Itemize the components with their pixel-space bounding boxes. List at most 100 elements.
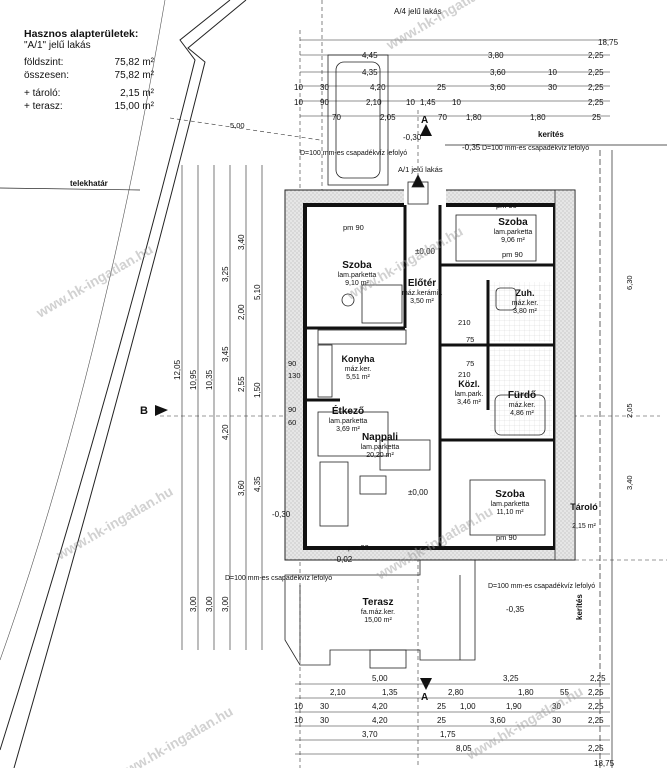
room-area: 3,69 m² bbox=[336, 426, 360, 433]
dim-top-1-0: 4,45 bbox=[362, 51, 378, 60]
room-name: Tároló bbox=[570, 502, 598, 512]
dim-bottom-3-2: 4,20 bbox=[372, 716, 388, 725]
room-area: 5,51 m² bbox=[346, 374, 370, 381]
door-dim: 75 bbox=[466, 359, 474, 368]
level-marks: ±0,00 ±0,00 -0,02 -0,30 -0,30 -0,35 -0,3… bbox=[272, 133, 525, 614]
room-name: Fürdő bbox=[508, 390, 536, 401]
dim-bottom-4-2: 2,25 bbox=[588, 744, 604, 753]
room-floor: lam.parketta bbox=[491, 501, 530, 508]
dim-left-3-0: 3,25 bbox=[221, 266, 230, 282]
dim-bottom-1-1: 1,35 bbox=[382, 688, 398, 697]
dim-bottom-2-7: 2,25 bbox=[588, 702, 604, 711]
dim-top-3-6: 2,25 bbox=[588, 83, 604, 92]
dim-left-3-3: 3,00 bbox=[221, 596, 230, 612]
dim-top-4-0: 10 bbox=[294, 98, 303, 107]
room-name: Zuh. bbox=[516, 288, 535, 298]
watermark-text: www.hk-ingatlan.hu bbox=[113, 703, 236, 768]
dim-top-4-2: 2,10 bbox=[366, 98, 382, 107]
room-name: Nappali bbox=[362, 432, 398, 443]
dim-bottom-3-4: 3,60 bbox=[490, 716, 506, 725]
dim-left-1-0: 10,95 bbox=[189, 369, 198, 390]
shower-tiles bbox=[490, 282, 552, 342]
dim-top-2-0: 4,35 bbox=[362, 68, 378, 77]
dim-bottom-3-0: 10 bbox=[294, 716, 303, 725]
dim-left-2-1: 3,00 bbox=[205, 596, 214, 612]
kerites-label-2: kerítés bbox=[575, 594, 584, 620]
dim-left-5-1: 1,50 bbox=[253, 382, 262, 398]
dim-bottom-4-0: 3,70 bbox=[362, 730, 378, 739]
watermark-text: www.hk-ingatlan.hu bbox=[53, 483, 176, 563]
dim-bottom-3-6: 2,25 bbox=[588, 716, 604, 725]
misc-dimensions: pm 90 pm 90 pm 90 pm 90 pm 90 210 210 75… bbox=[230, 121, 634, 552]
door-dim: 210 bbox=[458, 370, 471, 379]
dim-top-4-1: 90 bbox=[320, 98, 329, 107]
dim-left-0-0: 12,05 bbox=[173, 359, 182, 380]
door-dim: 75 bbox=[466, 335, 474, 344]
legend-row: összesen: 75,82 m² bbox=[24, 69, 154, 82]
property-boundary bbox=[0, 0, 247, 768]
dim-top-2-2: 10 bbox=[548, 68, 557, 77]
dim-top-4-3: 10 bbox=[406, 98, 415, 107]
level-zero: ±0,00 bbox=[415, 247, 436, 256]
room-name: Konyha bbox=[341, 354, 375, 364]
dim-left-1-1: 3,00 bbox=[189, 596, 198, 612]
right-dim: 6,30 bbox=[625, 275, 634, 290]
unit-top-label: A/4 jelű lakás bbox=[394, 7, 442, 16]
room-name: Szoba bbox=[342, 260, 372, 271]
room-name: Szoba bbox=[498, 217, 528, 228]
dim-bottom-2-4: 1,00 bbox=[460, 702, 476, 711]
room-name: Terasz bbox=[363, 597, 394, 608]
dim-bottom-2-1: 30 bbox=[320, 702, 329, 711]
area-legend: Hasznos alapterületek: "A/1" jelű lakás … bbox=[24, 28, 154, 113]
room-labels: Szoba lam.parketta 9,10 m² Előtér máz.ke… bbox=[329, 217, 599, 624]
dim-bottom-1-5: 2,25 bbox=[588, 688, 604, 697]
room-name: Szoba bbox=[495, 489, 525, 500]
dim-top-3-2: 4,20 bbox=[370, 83, 386, 92]
unit-entry-label: A/1 jelű lakás bbox=[398, 165, 443, 174]
section-a-label-top: A bbox=[421, 115, 428, 126]
dim-left-2-0: 10,35 bbox=[205, 369, 214, 390]
room-floor: máz.ker. bbox=[512, 300, 539, 307]
room-area: 9,10 m² bbox=[345, 280, 369, 287]
dim-bottom-1-2: 2,80 bbox=[448, 688, 464, 697]
dim-top-5-0: 70 bbox=[332, 113, 341, 122]
legend-value: 75,82 m² bbox=[114, 70, 154, 81]
pm-label: pm 90 bbox=[502, 250, 523, 259]
room-floor: fa.máz.ker. bbox=[361, 609, 395, 616]
legend-label: földszint: bbox=[24, 57, 64, 68]
dim-top-4-5: 10 bbox=[452, 98, 461, 107]
dim-top-5-1: 2,05 bbox=[380, 113, 396, 122]
kerites-label: kerítés bbox=[538, 130, 564, 139]
entrance bbox=[407, 174, 429, 205]
dim-left-4-2: 2,55 bbox=[237, 376, 246, 392]
dim-bottom-2-0: 10 bbox=[294, 702, 303, 711]
dim-left-4-0: 3,40 bbox=[237, 234, 246, 250]
legend-subtitle: "A/1" jelű lakás bbox=[24, 40, 91, 51]
dim-left-5-0: 5,10 bbox=[253, 284, 262, 300]
legend-label: + terasz: bbox=[24, 101, 63, 112]
dim-top-5-4: 1,80 bbox=[530, 113, 546, 122]
dim-left-4-3: 3,60 bbox=[237, 480, 246, 496]
pm-label: pm 90 bbox=[348, 543, 369, 552]
telekhatar-label: telekhatár bbox=[70, 179, 108, 188]
legend-label: összesen: bbox=[24, 70, 70, 81]
dim-top-5-5: 25 bbox=[592, 113, 601, 122]
dim-left-5-2: 4,35 bbox=[253, 476, 262, 492]
room-area: 3,46 m² bbox=[457, 399, 481, 406]
service-strip bbox=[554, 189, 576, 561]
room-name: Előtér bbox=[408, 278, 436, 289]
pm-label: pm 90 bbox=[343, 223, 364, 232]
dim-top-3-3: 25 bbox=[437, 83, 446, 92]
dim-top-4-4: 1,45 bbox=[420, 98, 436, 107]
window-dim: 90 bbox=[288, 359, 296, 368]
dim-bottom-2-5: 1,90 bbox=[506, 702, 522, 711]
room-name: Közl. bbox=[458, 379, 480, 389]
dim-bottom-3-1: 30 bbox=[320, 716, 329, 725]
right-dim: 3,40 bbox=[625, 475, 634, 490]
downpipe-note: D=100 mm-es csapadékvíz lefolyó bbox=[225, 575, 332, 582]
level-minus002: -0,02 bbox=[334, 555, 353, 564]
dim-bottom-1-3: 1,80 bbox=[518, 688, 534, 697]
room-area: 15,00 m² bbox=[364, 617, 392, 624]
furniture bbox=[317, 214, 546, 536]
dim-top-4-6: 2,25 bbox=[588, 98, 604, 107]
